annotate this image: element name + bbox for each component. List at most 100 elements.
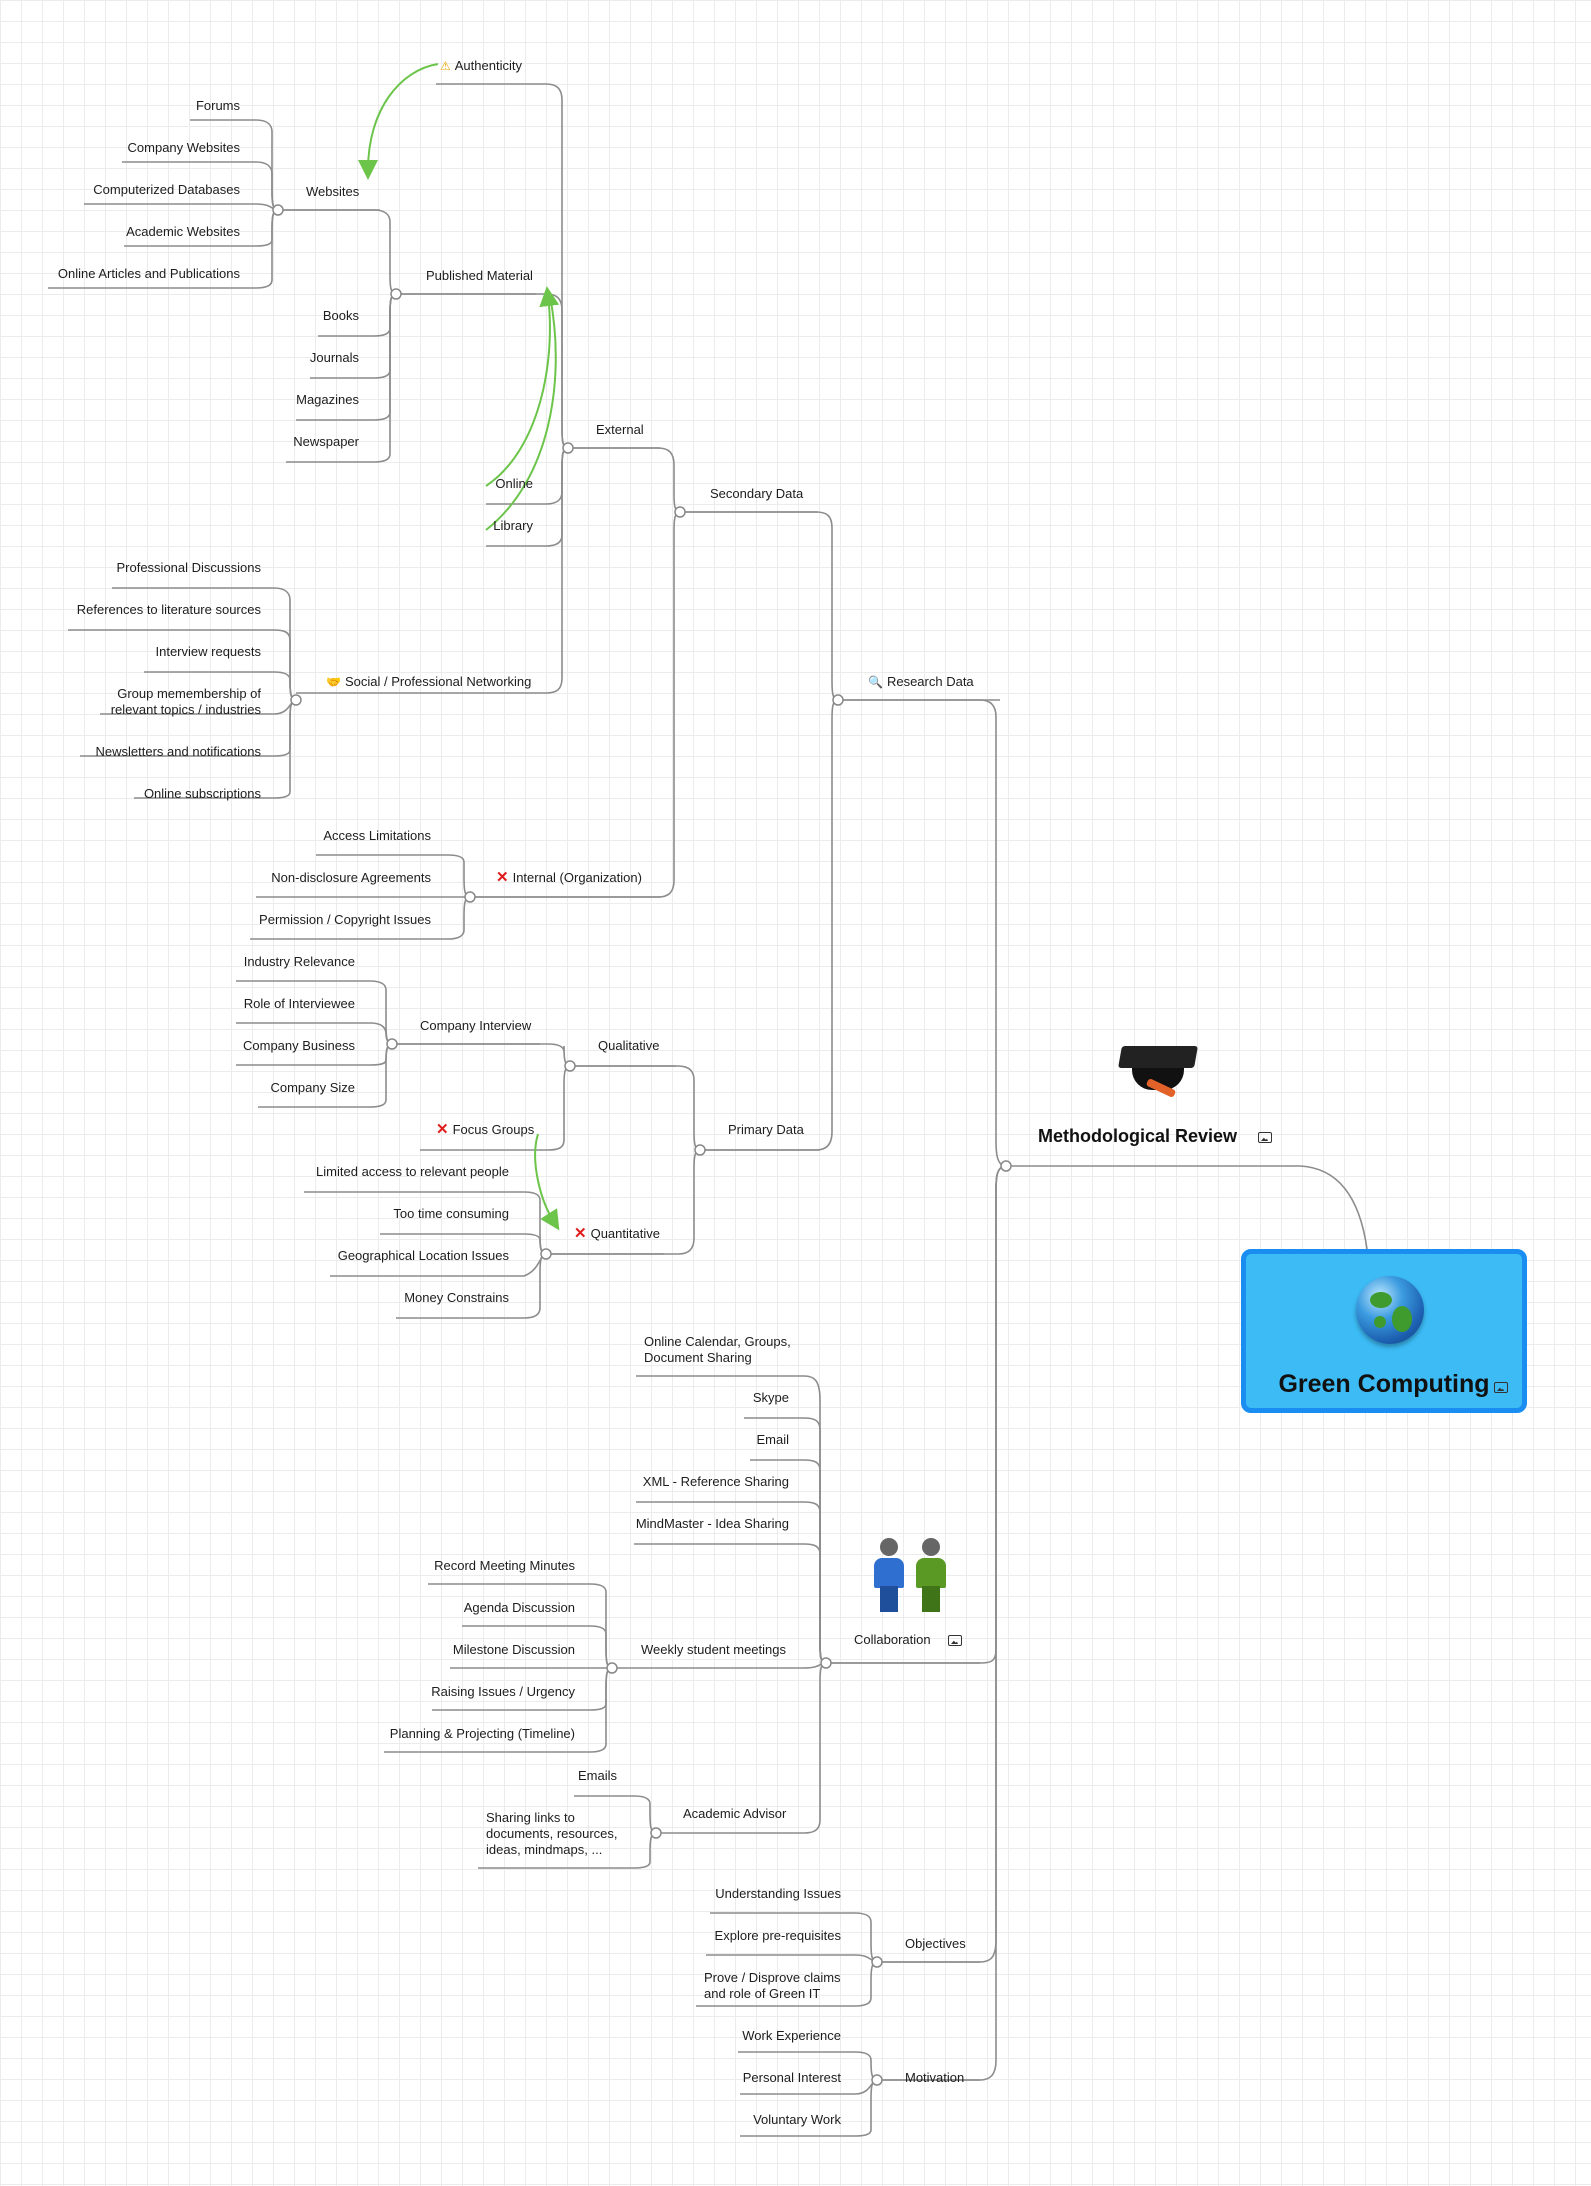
image-icon[interactable] xyxy=(948,1635,962,1646)
junction-internal xyxy=(465,892,475,902)
websites-item[interactable]: Computerized Databases xyxy=(93,182,240,198)
social-item[interactable]: Group memembership of relevant topics / … xyxy=(91,686,261,718)
topic-websites[interactable]: Websites xyxy=(306,184,359,200)
image-icon[interactable] xyxy=(1494,1382,1508,1393)
quantitative-item[interactable]: Limited access to relevant people xyxy=(316,1164,509,1180)
websites-item[interactable]: Academic Websites xyxy=(126,224,240,240)
relation-arrow-focus-groups xyxy=(535,1134,554,1222)
cross-icon: ✕ xyxy=(496,870,509,886)
topic-social-networking[interactable]: 🤝Social / Professional Networking xyxy=(326,674,531,690)
root-title: Green Computing xyxy=(1246,1370,1522,1399)
review-title[interactable]: Methodological Review xyxy=(1038,1126,1237,1147)
external-item-library[interactable]: Library xyxy=(493,518,533,534)
social-item[interactable]: Professional Discussions xyxy=(116,560,261,576)
topic-external[interactable]: External xyxy=(596,422,644,438)
junction-published xyxy=(391,289,401,299)
topic-quantitative[interactable]: ✕Quantitative xyxy=(574,1226,660,1242)
objectives-item[interactable]: Explore pre-requisites xyxy=(715,1928,841,1944)
company-interview-item[interactable]: Company Size xyxy=(270,1080,355,1096)
junction-social xyxy=(291,695,301,705)
websites-item[interactable]: Forums xyxy=(196,98,240,114)
external-item-online[interactable]: Online xyxy=(495,476,533,492)
cross-icon: ✕ xyxy=(436,1122,449,1138)
magnifier-icon: 🔍 xyxy=(868,674,883,690)
objectives-item[interactable]: Prove / Disprove claims and role of Gree… xyxy=(704,1970,854,2002)
collaboration-item[interactable]: Skype xyxy=(753,1390,789,1406)
company-interview-item[interactable]: Industry Relevance xyxy=(244,954,355,970)
quantitative-item[interactable]: Geographical Location Issues xyxy=(338,1248,509,1264)
objectives-item[interactable]: Understanding Issues xyxy=(715,1886,841,1902)
internal-item[interactable]: Access Limitations xyxy=(323,828,431,844)
weekly-meetings-item[interactable]: Milestone Discussion xyxy=(453,1642,575,1658)
social-item[interactable]: Newsletters and notifications xyxy=(96,744,261,760)
social-item[interactable]: References to literature sources xyxy=(77,602,261,618)
academic-advisor-item[interactable]: Sharing links to documents, resources, i… xyxy=(486,1810,626,1858)
published-item[interactable]: Books xyxy=(323,308,359,324)
root-topic[interactable]: Green Computing xyxy=(1241,1249,1527,1413)
topic-research-data[interactable]: 🔍Research Data xyxy=(868,674,974,690)
graduation-cap-icon xyxy=(1118,1044,1198,1110)
junction-collaboration xyxy=(821,1658,831,1668)
topic-objectives[interactable]: Objectives xyxy=(905,1936,966,1952)
junction-quantitative xyxy=(541,1249,551,1259)
junction-qualitative xyxy=(565,1061,575,1071)
published-item[interactable]: Magazines xyxy=(296,392,359,408)
junction-advisor xyxy=(651,1828,661,1838)
collaboration-item[interactable]: Email xyxy=(756,1432,789,1448)
topic-motivation[interactable]: Motivation xyxy=(905,2070,964,2086)
published-item[interactable]: Journals xyxy=(310,350,359,366)
connector-root-review xyxy=(1006,1166,1367,1249)
social-item[interactable]: Online subscriptions xyxy=(144,786,261,802)
topic-weekly-meetings[interactable]: Weekly student meetings xyxy=(641,1642,786,1658)
junction-motivation xyxy=(872,2075,882,2085)
topic-focus-groups[interactable]: ✕Focus Groups xyxy=(436,1122,534,1138)
topic-primary-data[interactable]: Primary Data xyxy=(728,1122,804,1138)
junction-research xyxy=(833,695,843,705)
junction-secondary xyxy=(675,507,685,517)
cross-icon: ✕ xyxy=(574,1226,587,1242)
motivation-item[interactable]: Voluntary Work xyxy=(753,2112,841,2128)
weekly-meetings-item[interactable]: Planning & Projecting (Timeline) xyxy=(390,1726,575,1742)
internal-item[interactable]: Non-disclosure Agreements xyxy=(271,870,431,886)
topic-qualitative[interactable]: Qualitative xyxy=(598,1038,659,1054)
websites-item[interactable]: Online Articles and Publications xyxy=(58,266,240,282)
relation-arrow-authenticity xyxy=(368,64,438,170)
topic-academic-advisor[interactable]: Academic Advisor xyxy=(683,1806,786,1822)
junction-primary xyxy=(695,1145,705,1155)
collaboration-item[interactable]: Online Calendar, Groups, Document Sharin… xyxy=(644,1334,804,1366)
relation-arrow-online xyxy=(486,296,550,486)
published-item[interactable]: Newspaper xyxy=(293,434,359,450)
weekly-meetings-item[interactable]: Record Meeting Minutes xyxy=(434,1558,575,1574)
topic-collaboration[interactable]: Collaboration xyxy=(854,1632,931,1648)
collaboration-item[interactable]: MindMaster - Idea Sharing xyxy=(636,1516,789,1532)
people-icon xyxy=(872,1538,956,1612)
collaboration-item[interactable]: XML - Reference Sharing xyxy=(643,1474,789,1490)
social-item[interactable]: Interview requests xyxy=(156,644,262,660)
quantitative-item[interactable]: Money Constrains xyxy=(404,1290,509,1306)
handshake-icon: 🤝 xyxy=(326,674,341,690)
connector-review-research xyxy=(838,700,1006,1166)
junction-websites xyxy=(273,205,283,215)
motivation-item[interactable]: Personal Interest xyxy=(743,2070,841,2086)
image-icon[interactable] xyxy=(1258,1132,1272,1143)
junction-company-interview xyxy=(387,1039,397,1049)
academic-advisor-item[interactable]: Emails xyxy=(578,1768,617,1784)
topic-published-material[interactable]: Published Material xyxy=(426,268,533,284)
topic-authenticity[interactable]: ⚠Authenticity xyxy=(440,58,522,74)
company-interview-item[interactable]: Company Business xyxy=(243,1038,355,1054)
topic-secondary-data[interactable]: Secondary Data xyxy=(710,486,803,502)
junction-review xyxy=(1001,1161,1011,1171)
junction-external xyxy=(563,443,573,453)
internal-item[interactable]: Permission / Copyright Issues xyxy=(259,912,431,928)
weekly-meetings-item[interactable]: Agenda Discussion xyxy=(464,1600,575,1616)
topic-company-interview[interactable]: Company Interview xyxy=(420,1018,531,1034)
quantitative-item[interactable]: Too time consuming xyxy=(393,1206,509,1222)
topic-internal[interactable]: ✕Internal (Organization) xyxy=(496,870,642,886)
company-interview-item[interactable]: Role of Interviewee xyxy=(244,996,355,1012)
motivation-item[interactable]: Work Experience xyxy=(742,2028,841,2044)
relation-arrow-library xyxy=(486,296,556,530)
websites-item[interactable]: Company Websites xyxy=(128,140,240,156)
weekly-meetings-item[interactable]: Raising Issues / Urgency xyxy=(431,1684,575,1700)
